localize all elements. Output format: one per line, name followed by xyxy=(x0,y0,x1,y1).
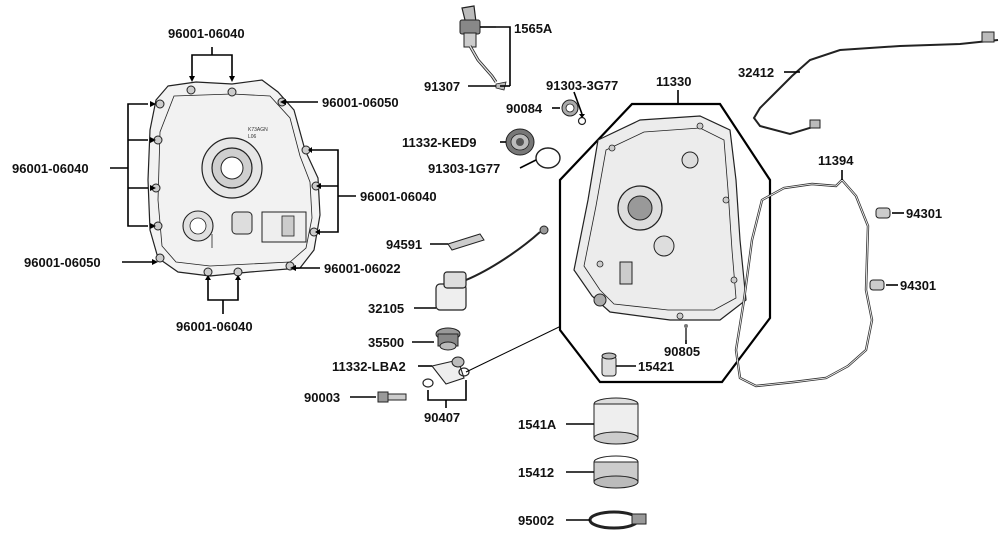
label-11332-KED9: 11332-KED9 xyxy=(402,135,476,150)
label-94301-lower: 94301 xyxy=(900,278,936,293)
nut-90084 xyxy=(552,99,579,117)
label-94591: 94591 xyxy=(386,237,422,252)
crankcase-11330 xyxy=(558,90,772,384)
o-ring xyxy=(519,147,561,169)
label-90805: 90805 xyxy=(664,344,700,359)
plugs-94301 xyxy=(869,207,904,291)
label-90407: 90407 xyxy=(424,410,460,425)
label-35500: 35500 xyxy=(368,335,404,350)
part-labels: 96001-06040 96001-06050 96001-06040 9600… xyxy=(12,21,942,528)
label-91303-3G77: 91303-3G77 xyxy=(546,78,618,93)
label-96001-06050-top: 96001-06050 xyxy=(322,95,399,110)
label-11332-LBA2: 11332-LBA2 xyxy=(332,359,406,374)
label-96001-06022: 96001-06022 xyxy=(324,261,401,276)
label-96001-06040-left: 96001-06040 xyxy=(12,161,89,176)
sensor-32105 xyxy=(414,225,549,311)
label-90084: 90084 xyxy=(506,101,543,116)
label-96001-06040-right: 96001-06040 xyxy=(360,189,437,204)
circlip-small xyxy=(573,91,587,126)
label-15412: 15412 xyxy=(518,465,554,480)
screw-90805 xyxy=(684,324,688,344)
left-cover-leaders xyxy=(110,47,356,314)
fitting-11332-lba2 xyxy=(418,356,465,385)
label-94301-upper: 94301 xyxy=(906,206,942,221)
label-32105: 32105 xyxy=(368,301,404,316)
clamp-95002 xyxy=(566,510,647,530)
left-cover: K73AGN L06 xyxy=(147,79,321,277)
dowel-15421 xyxy=(601,352,636,377)
bolt-90003 xyxy=(350,391,407,403)
label-91303-1G77: 91303-1G77 xyxy=(428,161,500,176)
label-11330: 11330 xyxy=(656,74,691,89)
label-96001-06050-left: 96001-06050 xyxy=(24,255,101,270)
label-95002: 95002 xyxy=(518,513,554,528)
label-32412: 32412 xyxy=(738,65,774,80)
label-91307: 91307 xyxy=(424,79,460,94)
switch-35500 xyxy=(412,327,461,351)
label-1541A: 1541A xyxy=(518,417,557,432)
label-90003: 90003 xyxy=(304,390,340,405)
label-1565A: 1565A xyxy=(514,21,553,36)
dipstick-leaders xyxy=(468,26,511,87)
bearing-cap xyxy=(500,128,535,156)
label-96001-06040-bottom: 96001-06040 xyxy=(176,319,253,334)
sleeve-15412 xyxy=(566,455,639,489)
cover-stamp-line2: L06 xyxy=(248,134,257,140)
label-96001-06040-top: 96001-06040 xyxy=(168,26,245,41)
cover-stamp-line1: K73AGN xyxy=(248,127,268,133)
oil-dipstick xyxy=(459,5,507,91)
cable-32412 xyxy=(752,31,999,136)
gasket-11394 xyxy=(734,170,874,388)
pin-94591 xyxy=(430,233,485,251)
label-15421: 15421 xyxy=(638,359,674,374)
bearing-1541A xyxy=(566,397,639,445)
label-11394: 11394 xyxy=(818,153,854,168)
